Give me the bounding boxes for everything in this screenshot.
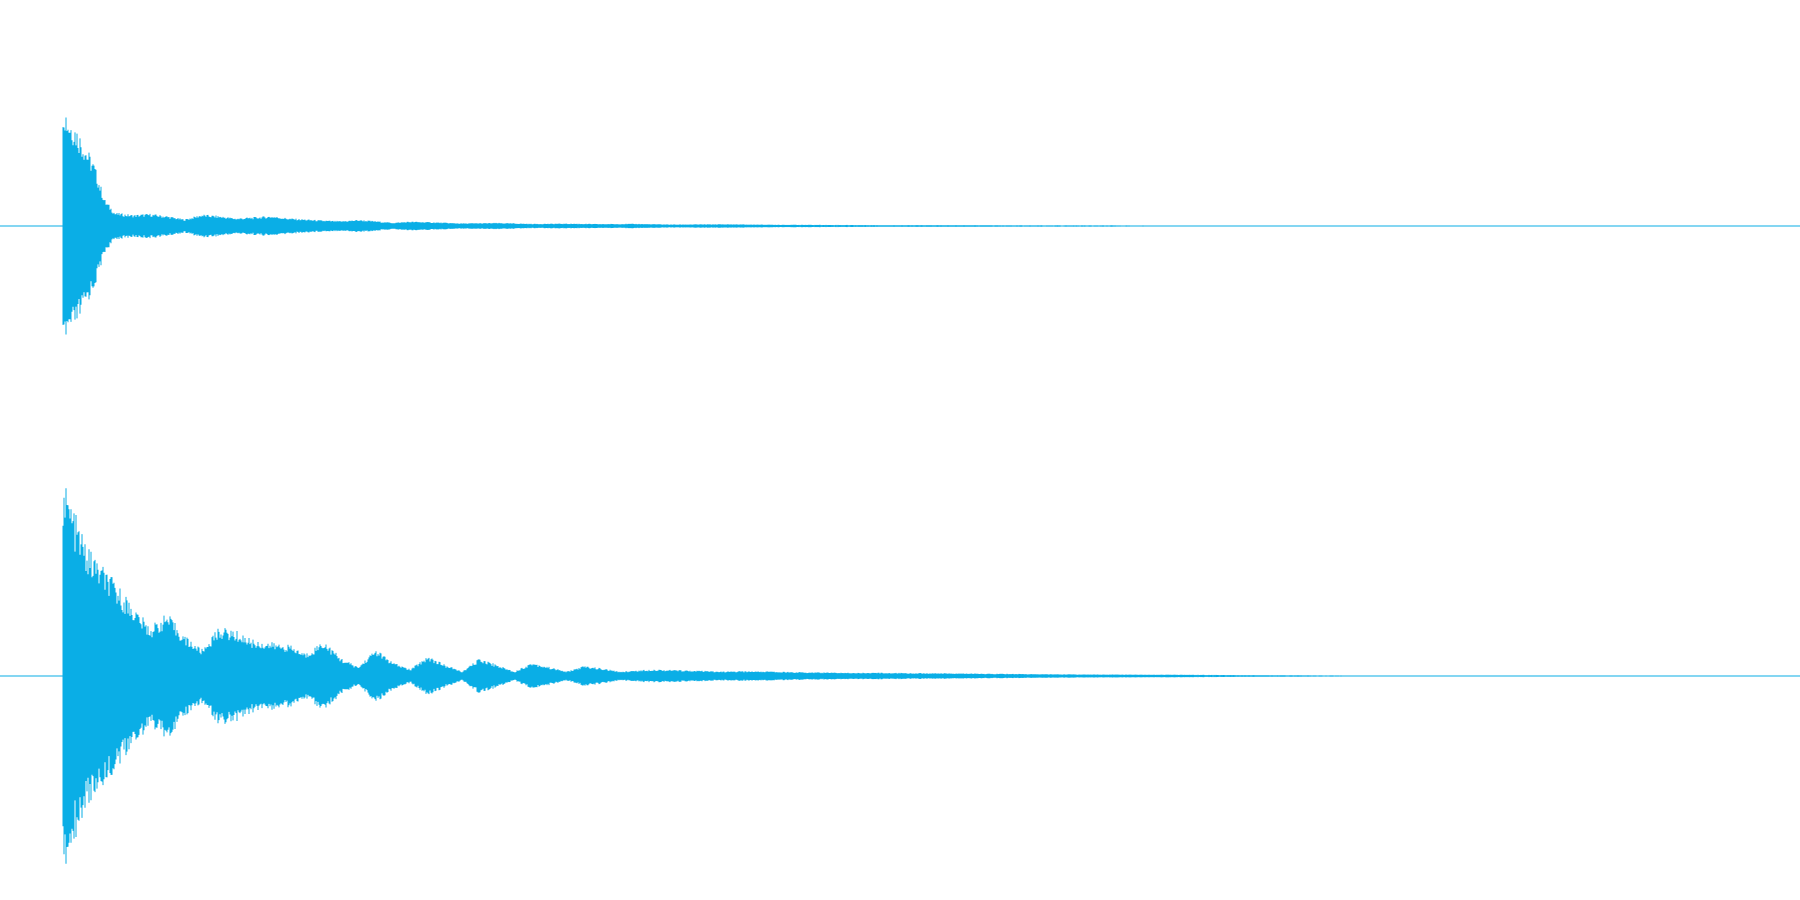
channel-1-signal (62, 117, 1800, 335)
channel-2-signal (62, 488, 1800, 864)
channel-1-waveform (0, 117, 1800, 335)
channel-2-waveform (0, 450, 1800, 900)
channel-2-svg (0, 488, 1800, 864)
channel-1-svg (0, 117, 1800, 335)
